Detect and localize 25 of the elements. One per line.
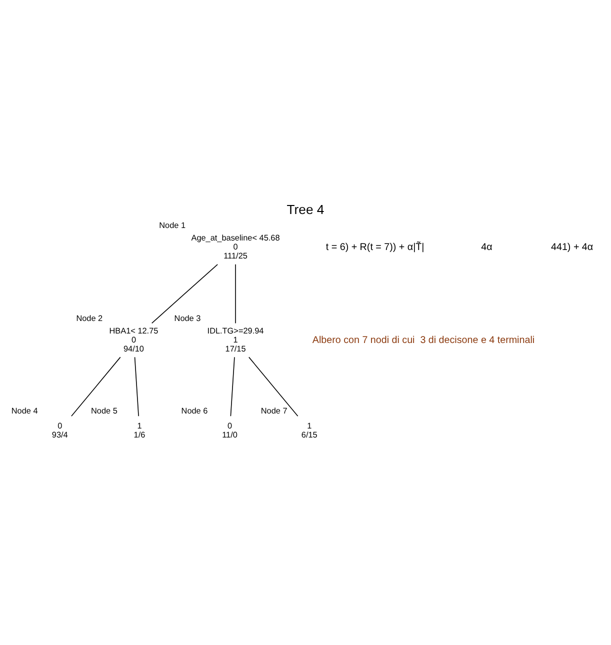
label: Albero con 7 nodi di cui 3 di decisone e 4 terminali: [312, 334, 535, 346]
connector: [134, 356, 139, 416]
connector: [151, 263, 218, 324]
label: t = 6) + R(t = 7)) + α|T̃|: [326, 242, 424, 253]
node-label: Node 3: [174, 313, 201, 322]
node-label: Node 1: [159, 220, 186, 230]
node-label: Node 7: [260, 406, 288, 416]
connector: [230, 356, 235, 416]
node-label: Node 5: [90, 406, 118, 416]
node-text: Age_at_baseline< 45.68 0 111/25: [191, 233, 280, 260]
connector: [248, 356, 298, 416]
node-text: HBA1< 12.75 0 94/10: [109, 326, 158, 353]
node-text: IDL.TG>=29.94 1 17/15: [207, 326, 264, 353]
label: 4α: [481, 242, 492, 253]
connector: [71, 356, 121, 416]
node-text: 1 1/6: [134, 420, 146, 440]
node-text: 0 11/0: [222, 420, 238, 440]
diagram-title: Tree 4: [286, 202, 324, 217]
node-label: Node 2: [76, 313, 103, 322]
node-label: Node 6: [181, 406, 208, 416]
label: 441) + 4α: [551, 242, 594, 253]
node-label: Node 4: [11, 406, 38, 416]
node-text: 0 93/4: [52, 420, 68, 440]
connector: [235, 263, 236, 324]
node-text: 1 6/15: [301, 420, 318, 440]
